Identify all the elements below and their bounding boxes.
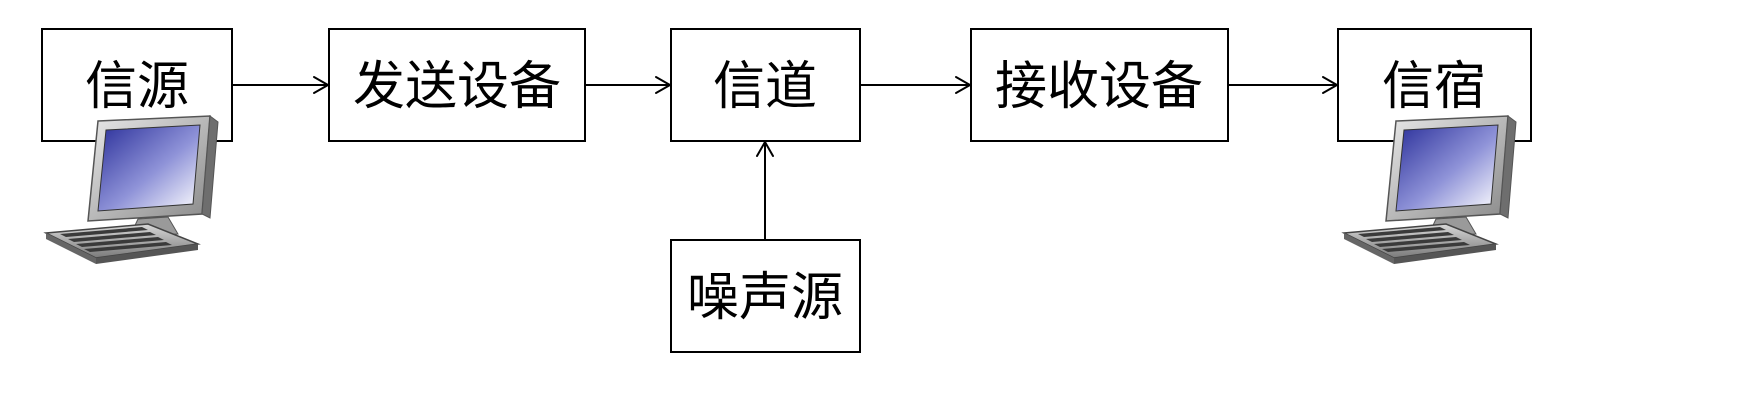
node-receiver: 接收设备: [970, 28, 1229, 142]
node-label-source: 信源: [85, 57, 189, 117]
node-box-noise: [670, 239, 861, 353]
node-sender: 发送设备: [328, 28, 586, 142]
node-box-channel: [670, 28, 861, 142]
node-channel: 信道: [670, 28, 861, 142]
node-box-receiver: [970, 28, 1229, 142]
node-label-channel: 信道: [713, 57, 817, 117]
node-noise: 噪声源: [670, 239, 861, 353]
node-label-sender: 发送设备: [353, 57, 561, 117]
node-label-sink: 信宿: [1382, 57, 1486, 117]
node-label-noise: 噪声源: [687, 268, 843, 328]
node-box-sender: [328, 28, 586, 142]
node-label-receiver: 接收设备: [995, 57, 1203, 117]
